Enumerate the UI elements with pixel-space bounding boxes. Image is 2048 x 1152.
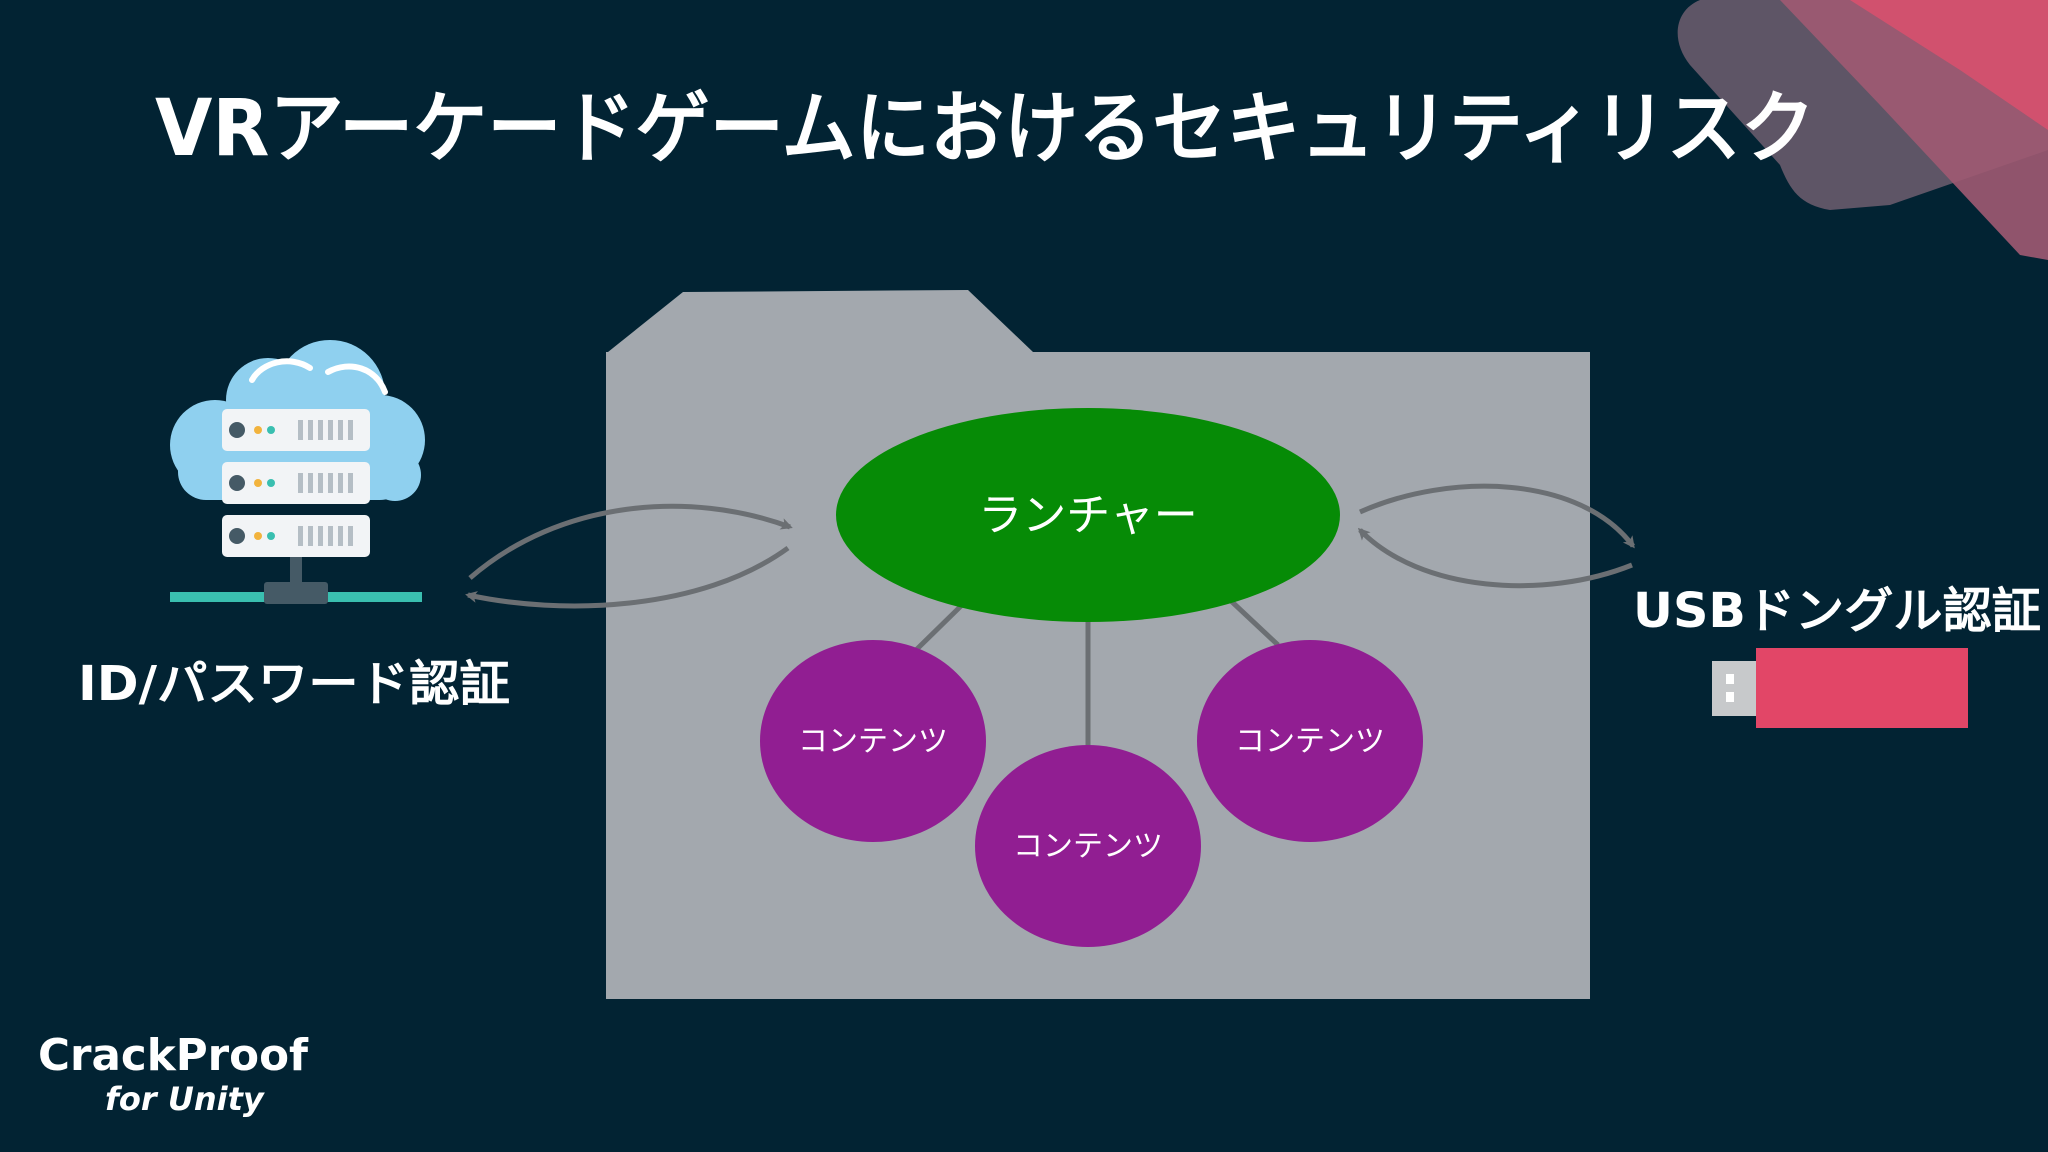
connector-lines [914, 598, 1280, 746]
logo-text: CrackProof [38, 1030, 309, 1081]
crackproof-logo: CrackProof for Unity [38, 1030, 309, 1118]
page-title: VRアーケードゲームにおけるセキュリティリスク [155, 84, 1815, 174]
content-node: コンテンツ [760, 640, 986, 842]
arrow-to-launcher [1357, 527, 1633, 589]
server-rack [170, 409, 422, 604]
connector-line [1228, 598, 1280, 647]
corner-decoration [1677, 0, 2048, 260]
usb-dongle-icon [1712, 648, 1968, 728]
content-label: コンテンツ [1013, 829, 1163, 864]
auth-arrows-left [465, 503, 793, 609]
content-node: コンテンツ [975, 745, 1201, 947]
cloud-server-icon [170, 340, 425, 604]
usb-dongle-auth-label: USBドングル認証 [1633, 583, 2041, 639]
logo-subtext: for Unity [105, 1080, 265, 1118]
auth-arrows-right [1357, 483, 1636, 589]
launcher-node: ランチャー [836, 408, 1340, 622]
content-node: コンテンツ [1197, 640, 1423, 842]
id-password-auth-label: ID/パスワード認証 [78, 656, 510, 712]
connector-line [914, 603, 964, 652]
content-label: コンテンツ [1235, 724, 1385, 759]
arrow-to-launcher [468, 503, 793, 580]
arrow-to-usb [1358, 483, 1636, 549]
launcher-label: ランチャー [978, 490, 1198, 541]
arrow-to-server [465, 545, 790, 609]
content-label: コンテンツ [798, 724, 948, 759]
